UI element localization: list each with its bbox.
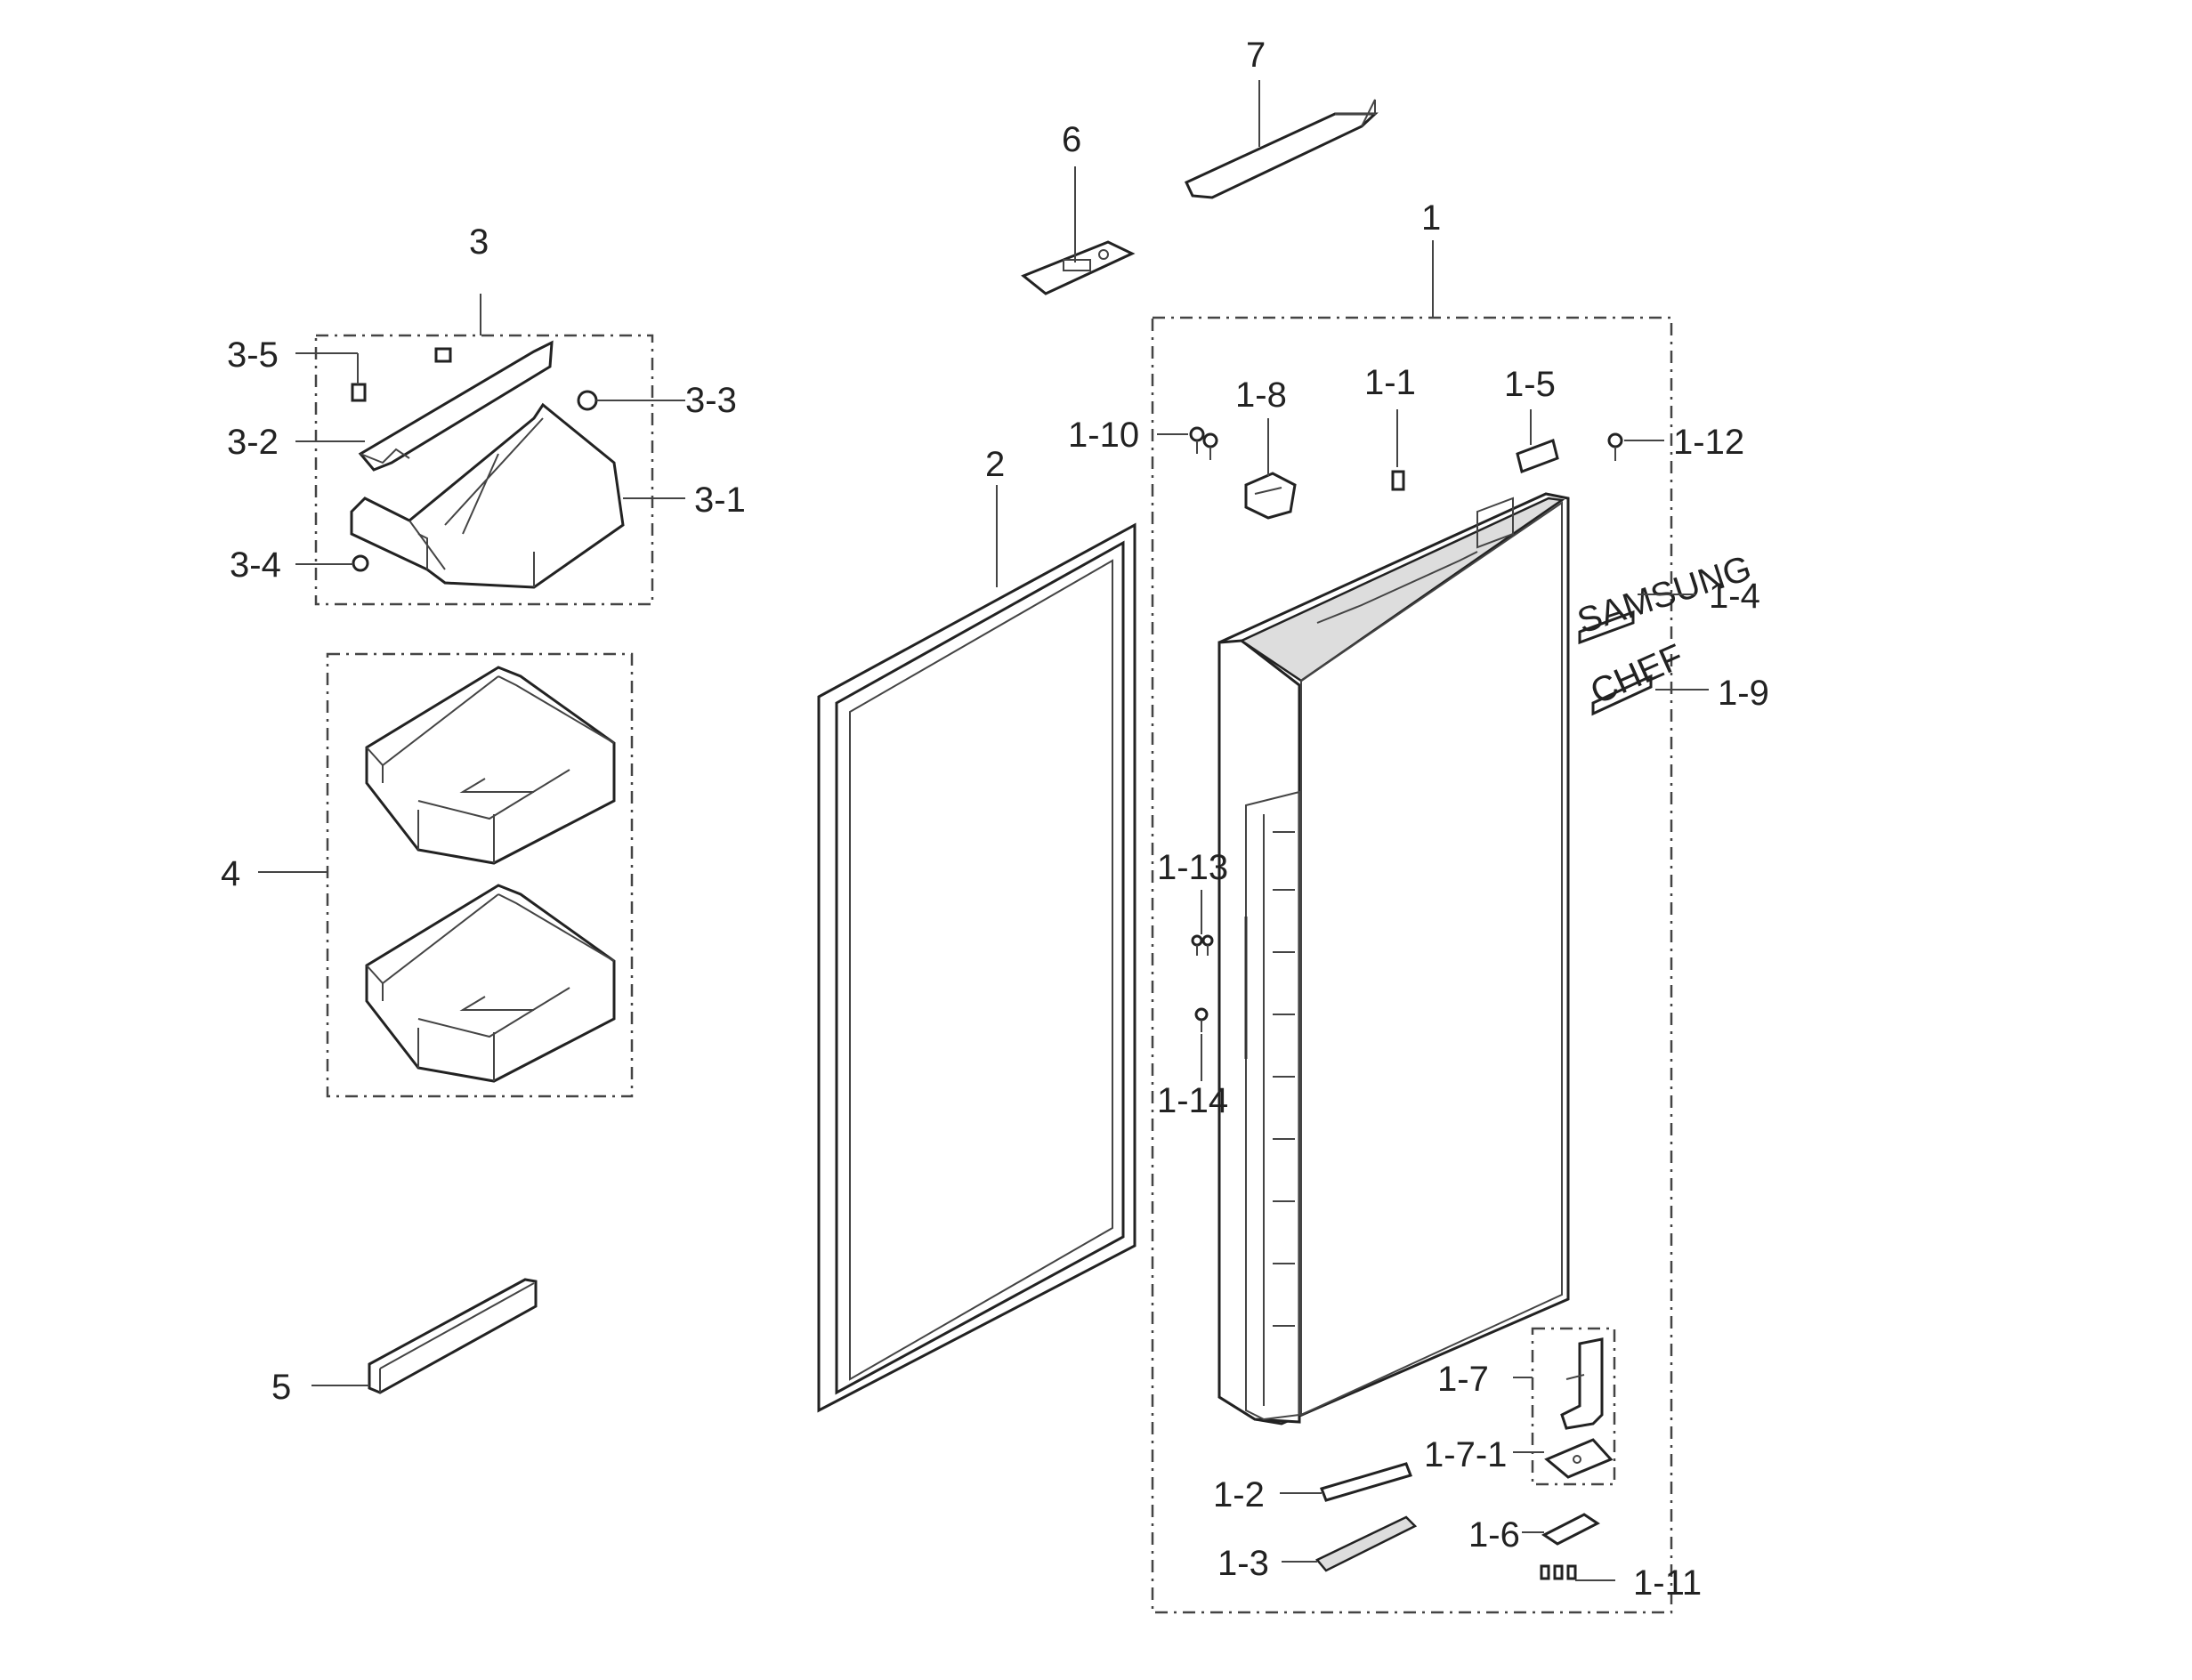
- part-1-13-screws: [1191, 934, 1214, 956]
- label-1-8: 1-8: [1235, 376, 1287, 415]
- hinge-plate-part-6: [1021, 240, 1136, 295]
- door-bin-upper: [365, 666, 616, 865]
- label-1-9: 1-9: [1718, 674, 1769, 713]
- label-1-2: 1-2: [1213, 1475, 1265, 1514]
- part-1-3-strip: [1315, 1515, 1418, 1572]
- part-1-9-chef-badge: CHEF: [1585, 637, 1689, 716]
- label-1-7: 1-7: [1437, 1360, 1489, 1399]
- part-1-14-screw: [1194, 1007, 1209, 1032]
- label-1-1: 1-1: [1364, 363, 1416, 402]
- part-1-11-pins: [1540, 1564, 1577, 1580]
- group-1-box: [1151, 316, 1673, 1614]
- label-1-5: 1-5: [1504, 365, 1556, 404]
- part-1-5-block: [1516, 439, 1559, 473]
- part-1-10-screws: [1189, 426, 1218, 460]
- label-1-3: 1-3: [1217, 1544, 1269, 1583]
- label-5: 5: [271, 1368, 291, 1407]
- part-1-12-screw: [1607, 432, 1623, 461]
- door-body: [1217, 492, 1570, 1426]
- top-cover-part-7: [1185, 99, 1379, 199]
- part-1-1-pin: [1391, 470, 1405, 491]
- group-1-7-box: [1531, 1327, 1616, 1486]
- label-7: 7: [1246, 36, 1266, 75]
- label-2: 2: [985, 445, 1005, 484]
- label-1-10: 1-10: [1068, 416, 1139, 455]
- label-3-4: 3-4: [230, 545, 281, 585]
- label-1: 1: [1421, 198, 1441, 238]
- door-bin-lower: [365, 884, 616, 1083]
- part-3-4-ring: [352, 554, 369, 572]
- label-3-5: 3-5: [227, 335, 279, 375]
- label-3-2: 3-2: [227, 423, 279, 462]
- label-1-6: 1-6: [1468, 1515, 1520, 1555]
- door-bar-part-5: [368, 1278, 538, 1394]
- part-3-3-cap: [577, 390, 598, 411]
- label-3-1: 3-1: [694, 481, 746, 520]
- label-1-4: 1-4: [1709, 577, 1760, 616]
- label-3-3: 3-3: [685, 381, 737, 420]
- part-1-8-bracket: [1244, 472, 1297, 520]
- part-1-7-1-plate: [1544, 1438, 1614, 1479]
- group-4-box: [326, 652, 634, 1098]
- door-gasket: [817, 522, 1136, 1413]
- part-1-2-strip: [1320, 1462, 1412, 1502]
- part-1-7-hinge: [1560, 1337, 1604, 1430]
- label-1-13: 1-13: [1157, 848, 1228, 887]
- label-6: 6: [1062, 120, 1081, 159]
- label-1-14: 1-14: [1157, 1081, 1228, 1120]
- label-3: 3: [469, 222, 489, 262]
- label-1-11: 1-11: [1633, 1563, 1702, 1603]
- label-4: 4: [221, 854, 240, 893]
- label-1-12: 1-12: [1673, 423, 1744, 462]
- label-1-7-1: 1-7-1: [1424, 1435, 1507, 1474]
- group-3-box: [314, 334, 654, 606]
- door-bin-cover: [358, 340, 554, 472]
- part-3-5-clip: [351, 383, 367, 402]
- chef-badge-text: CHEF: [1585, 637, 1689, 712]
- door-bin: [350, 402, 625, 589]
- part-1-6-piece: [1541, 1513, 1600, 1546]
